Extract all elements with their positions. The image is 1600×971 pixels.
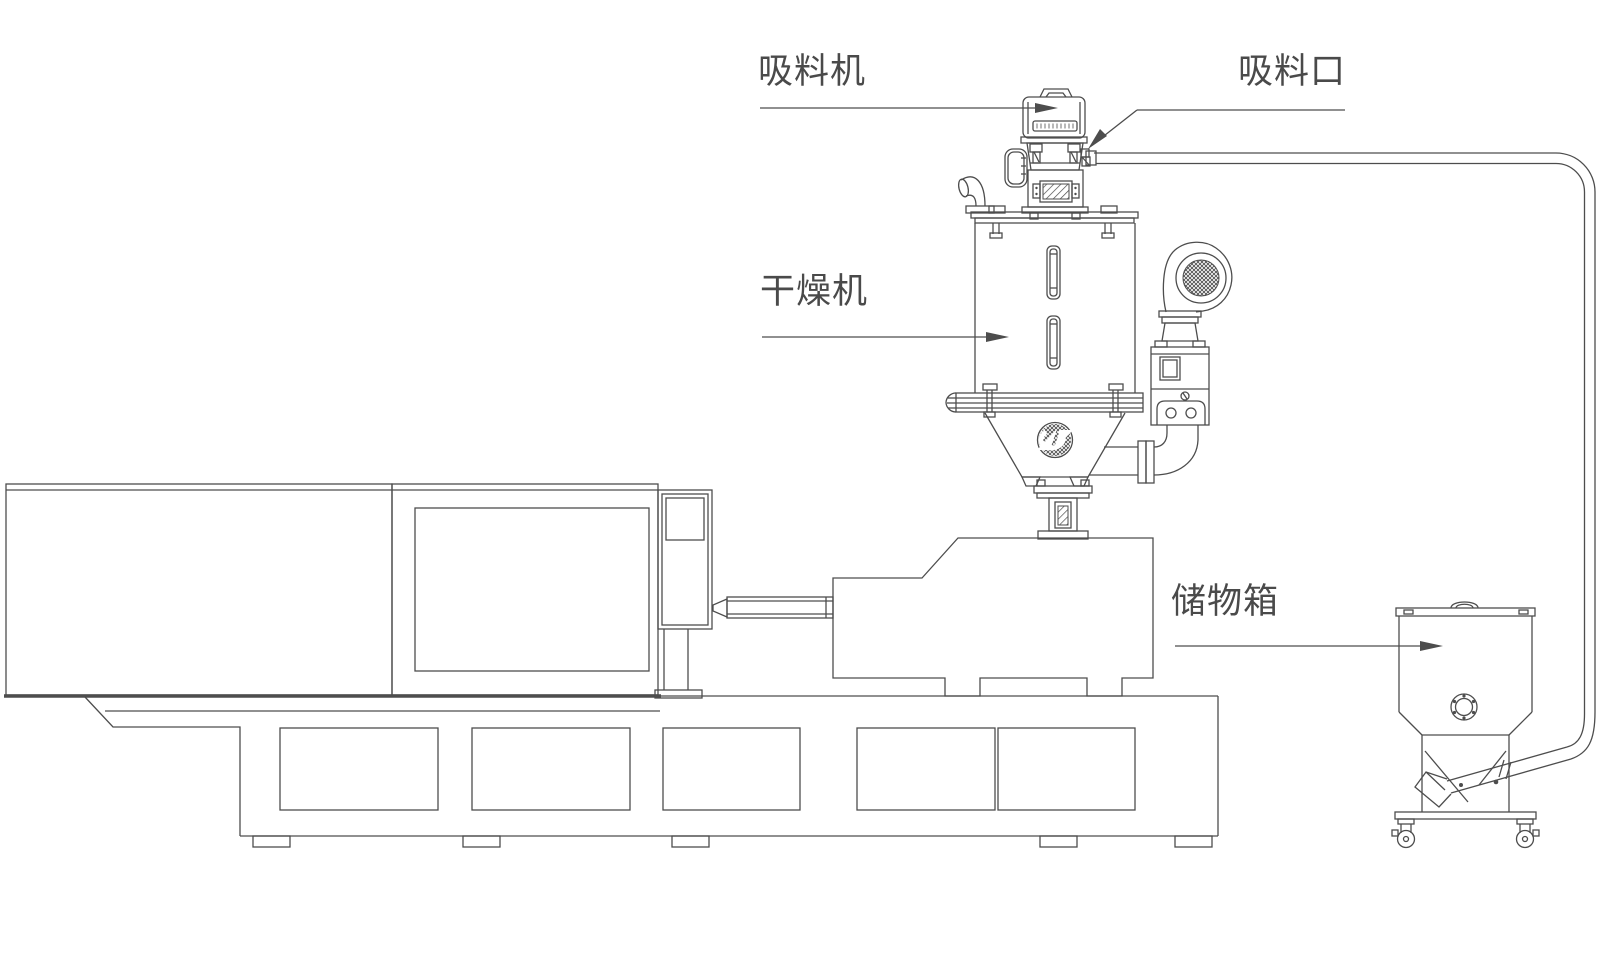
- brand-logo: [1036, 421, 1074, 459]
- arrowhead: [1088, 129, 1107, 149]
- lid-clamp: [988, 205, 1006, 239]
- label-suction-machine: 吸料机: [758, 52, 867, 91]
- base-panel: [856, 727, 996, 811]
- sight-glass: [1046, 245, 1061, 300]
- base-panel: [471, 727, 631, 811]
- suction-inlet-leader: [1088, 109, 1345, 149]
- storage-box-leader: [1175, 641, 1443, 651]
- caster-wheel: [1391, 818, 1416, 849]
- machine-base: [84, 695, 1219, 848]
- blower-heater-assembly: [1089, 241, 1233, 484]
- hopper-cone: [984, 412, 1126, 478]
- lid-handle: [1450, 601, 1479, 609]
- storage-box: [1391, 601, 1540, 849]
- latch: [1067, 143, 1081, 164]
- loader-handle: [1039, 88, 1073, 98]
- safety-door-window: [414, 507, 650, 672]
- suction-pipe: [1094, 152, 1596, 794]
- heater-box: [1150, 346, 1210, 426]
- blower-volute: [1162, 241, 1233, 313]
- sight-glass: [1046, 315, 1061, 370]
- intake-mesh: [1182, 259, 1220, 297]
- caster-wheel: [1515, 818, 1540, 849]
- base-panel: [997, 727, 1136, 811]
- label-storage-box: 储物箱: [1171, 582, 1280, 621]
- loader-receiver: [1026, 142, 1084, 171]
- band-bolt: [982, 383, 998, 418]
- label-dryer: 干燥机: [760, 272, 869, 311]
- blower-intake: [1175, 252, 1227, 304]
- base-foot: [252, 835, 291, 848]
- base-foot: [1174, 835, 1213, 848]
- dryer-leader: [762, 332, 1009, 342]
- suction-machine-leader: [760, 103, 1058, 113]
- base-panel: [662, 727, 801, 811]
- arrowhead: [1420, 641, 1443, 651]
- loader-motor-housing: [1022, 96, 1086, 139]
- return-elbow: [1089, 425, 1199, 484]
- suction-inlet-port: [1080, 148, 1097, 167]
- suction-loader: [1004, 88, 1097, 220]
- brand-label: [1032, 120, 1078, 132]
- lid-clamp: [1100, 205, 1118, 239]
- band-bolt: [1108, 383, 1124, 418]
- injection-molding-machine: [4, 479, 1154, 699]
- injection-unit-body: [832, 537, 1154, 697]
- arrowhead: [986, 332, 1009, 342]
- flip-lid: [1004, 148, 1028, 188]
- feed-throat: [1033, 479, 1093, 540]
- latch: [1029, 143, 1043, 164]
- vent-elbow: [957, 176, 995, 214]
- clamp-band: [945, 383, 1144, 418]
- storage-box-lid: [1395, 607, 1536, 617]
- base-panel: [279, 727, 439, 811]
- pickup-tube: [1414, 759, 1512, 808]
- fixed-platen: [657, 489, 713, 630]
- barrel: [726, 596, 834, 619]
- base-foot: [1039, 835, 1078, 848]
- round-port: [1450, 693, 1478, 721]
- label-suction-inlet: 吸料口: [1238, 52, 1347, 91]
- hopper-dryer: [945, 176, 1144, 487]
- base-foot: [462, 835, 501, 848]
- arrowhead: [1035, 103, 1058, 113]
- base-foot: [671, 835, 710, 848]
- nozzle: [712, 598, 728, 618]
